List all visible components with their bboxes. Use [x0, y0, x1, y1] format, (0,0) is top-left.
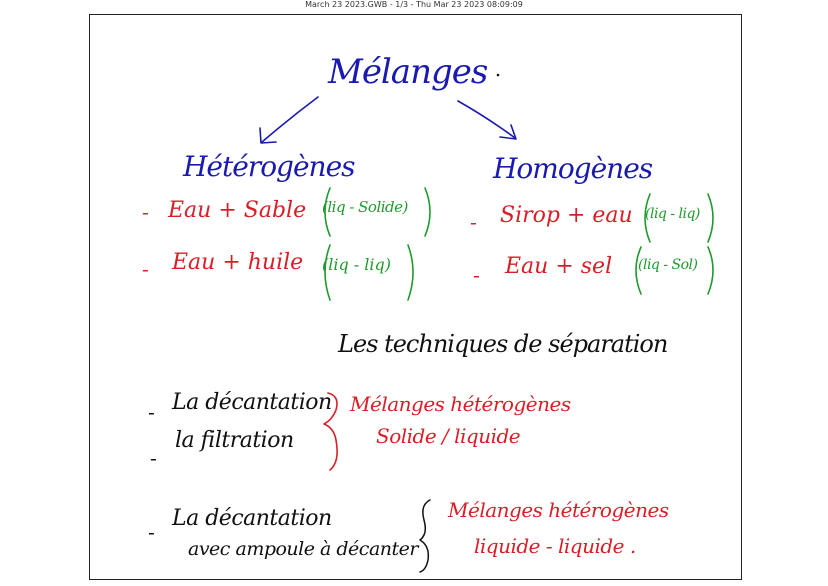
het-paren-2: (liq - liq) [322, 255, 392, 274]
paren-close-3 [707, 193, 714, 243]
group2-line-1: La décantation [172, 506, 332, 531]
heading-heterogeneous: Hétérogènes [183, 150, 356, 183]
group2-result-1: Mélanges hétérogènes [448, 498, 669, 522]
paren-close-1 [424, 187, 431, 237]
paren-open-4 [635, 246, 642, 295]
group1-item-2: la filtration [175, 428, 294, 453]
het-dash-2: - [142, 257, 149, 281]
group2-result-2: liquide - liquide . [474, 534, 636, 558]
hom-dash-1: - [470, 210, 477, 234]
group1-result-2: Solide / liquide [376, 424, 521, 448]
brace-group-2 [419, 499, 431, 573]
hom-paren-1: (liq - liq) [645, 206, 700, 222]
hom-item-1: Sirop + eau [500, 203, 633, 228]
paren-close-2 [407, 244, 414, 301]
group1-dash-2: - [150, 446, 157, 470]
arrow-to-heterogeneous [261, 96, 319, 143]
het-item-1: Eau + Sable [168, 198, 307, 223]
group1-dash-1: - [148, 400, 155, 424]
paren-close-4 [707, 246, 714, 295]
hom-paren-2: (liq - Sol) [638, 257, 698, 273]
title-melanges: Mélanges [328, 52, 488, 92]
group1-result-1: Mélanges hétérogènes [350, 392, 571, 416]
arrow-to-homogeneous [457, 100, 516, 139]
ink-dot [496, 73, 500, 77]
paren-open-3 [644, 193, 651, 243]
arrowhead-right [499, 124, 517, 140]
het-item-2: Eau + huile [172, 250, 304, 275]
paren-open-1 [324, 187, 331, 237]
het-paren-1: (liq - Solide) [322, 198, 408, 216]
group1-item-1: La décantation [172, 390, 332, 415]
document-header: March 23 2023.GWB - 1/3 - Thu Mar 23 202… [305, 0, 523, 9]
page-frame [89, 14, 742, 580]
techniques-title: Les techniques de séparation [338, 330, 668, 358]
arrowhead-left [259, 127, 277, 144]
group2-line-2: avec ampoule à décanter [188, 538, 418, 560]
hom-item-2: Eau + sel [505, 254, 613, 279]
heading-homogeneous: Homogènes [493, 152, 653, 185]
group2-dash: - [148, 520, 155, 544]
brace-group-1 [323, 392, 338, 471]
paren-open-2 [324, 244, 331, 301]
het-dash-1: - [142, 200, 149, 224]
hom-dash-2: - [473, 263, 480, 287]
